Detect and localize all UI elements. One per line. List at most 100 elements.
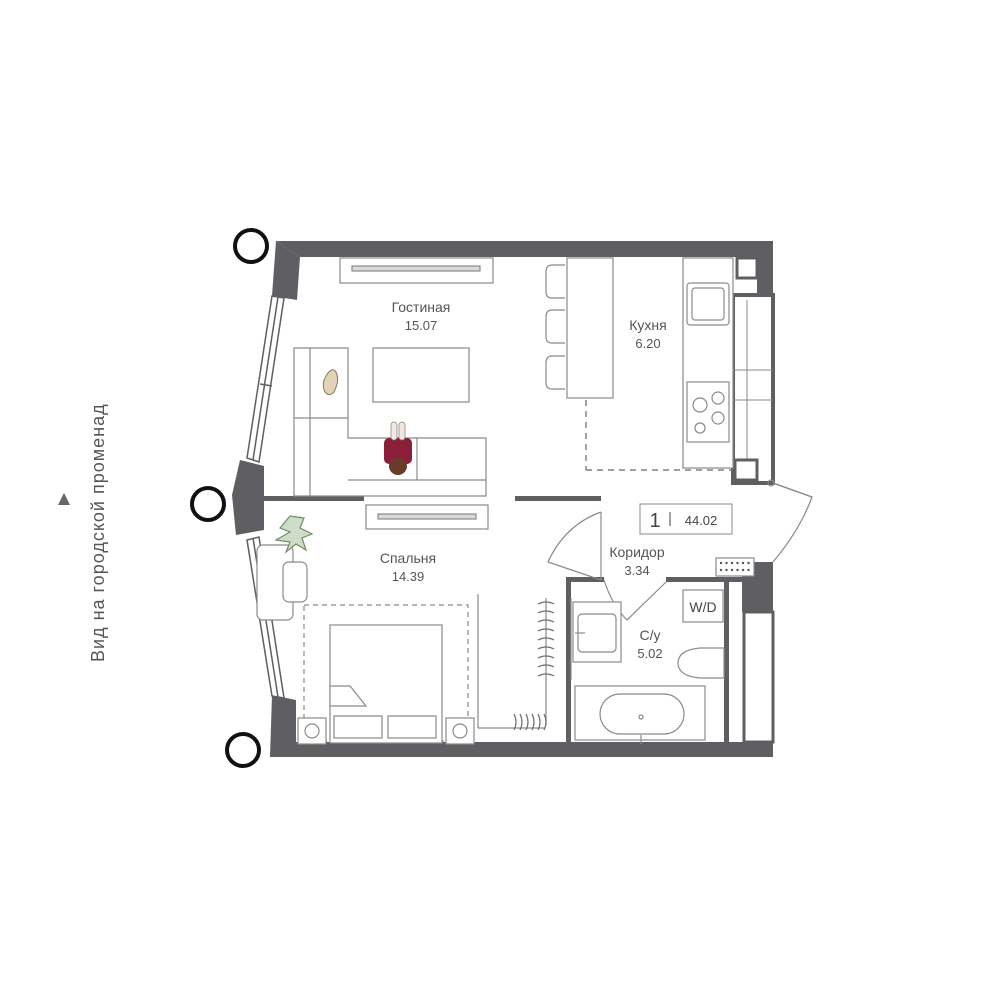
apartment-total-area: 44.02 [685,513,718,528]
hanger-icon [537,673,555,677]
kitchen-area: 6.20 [635,336,660,351]
hanger-icon [519,713,523,731]
wall-living-bedroom-right [515,496,601,501]
bedroom-area: 14.39 [392,569,425,584]
hanger-icon [537,646,555,650]
wall-niche-kitchen [731,293,775,485]
window-living-pane [252,296,279,461]
view-direction: Вид на городской променад [58,403,108,662]
wall-bottom [296,742,773,757]
entrance [767,479,813,563]
wall-left-mid-pier [232,460,264,535]
window-living-mullion [259,383,273,387]
hanger-icon [537,619,555,623]
bath-niche-box [742,610,775,744]
coffee-table [372,347,470,403]
lamp-right-icon [452,723,468,739]
corridor-area: 3.34 [624,563,649,578]
keypad-dot [736,561,739,565]
column-bottom-circle [225,732,261,768]
hanger-icon [537,655,555,659]
lamp-left-icon [304,723,320,739]
burner-1-icon [692,397,708,413]
view-direction-text: Вид на городской променад [88,403,108,662]
columns [190,228,269,768]
column-top-circle [233,228,269,264]
wardrobe-hangers [513,601,555,731]
kitchen-furniture [682,257,734,469]
bedroom-tv-screen [377,513,477,520]
desk-chair [282,561,308,603]
wall-wd-right [724,582,729,742]
hanger-icon [543,713,547,731]
burner-4-icon [694,422,706,434]
column-mid-circle [190,486,226,522]
hanger-icon [537,628,555,632]
sink-basin [691,287,725,321]
wall-left-bottom-pier [270,695,296,757]
kitchen-name: Кухня [629,317,666,333]
burner-3-icon [711,411,725,425]
washer-dryer-box [682,589,724,623]
washer-dryer-label: W/D [689,599,716,615]
keypad-dot [719,561,723,565]
hanger-icon [531,713,535,731]
hanger-icon [537,713,541,731]
kitchen-divider [585,400,733,471]
keypad-dot [741,568,745,572]
intercom-panel [715,557,755,577]
keypad-dot [747,561,750,565]
pillow-left [333,715,383,739]
kitchen-wall-details [731,256,775,485]
wall-bath-left [566,577,571,747]
sofa-icon [293,347,487,497]
hanger-icon [537,637,555,641]
cat-icon [322,369,339,396]
plant-icon [274,515,314,554]
person-icon [384,421,412,475]
keypad-dot [730,561,734,565]
shaft-bottom [733,458,759,482]
blanket-fold [329,685,368,707]
hanger-icon [537,610,555,614]
bathroom-name: С/у [640,627,661,643]
interior-walls [264,496,773,747]
living-furniture [293,257,614,497]
tv-screen [351,265,481,272]
view-arrow-icon [58,493,70,505]
bedroom-door-swing [547,511,602,581]
wall-living-bedroom-left [264,496,364,501]
bar-counter [566,257,614,399]
bedroom-name: Спальня [380,550,436,566]
keypad-dot [736,568,739,572]
bathroom-area: 5.02 [637,646,662,661]
hanger-icon [525,713,529,731]
bar-stool-1 [545,264,565,299]
bath-niche [742,610,775,744]
hanger-icon [513,713,517,731]
bedroom-furniture [256,504,547,745]
keypad-dot [725,561,728,565]
hanger-icon [537,664,555,668]
bar-stool-3 [545,355,565,390]
wall-left-top-pier [272,241,300,300]
living-room-area: 15.07 [405,318,438,333]
entrance-hinge-icon [767,479,775,487]
bath-drain-icon [638,714,644,720]
bar-stool-2 [545,309,565,344]
apartment-badge: 1 44.02 [639,503,733,535]
entrance-door-leaf [772,482,813,498]
burner-2-icon [711,391,725,405]
wall-bath-top-right [666,577,761,582]
keypad-dot [725,568,728,572]
shaft-top [735,256,759,280]
pillow-right [387,715,437,739]
bathroom-fixtures [570,557,755,744]
room-labels: Гостиная 15.07 Кухня 6.20 Спальня 14.39 … [380,299,667,661]
wall-bath-top-left [566,577,604,582]
cooktop [686,381,730,443]
intercom-dots [719,561,750,572]
corridor-name: Коридор [609,544,665,560]
keypad-dot [747,568,750,572]
nightstand-left [297,717,327,745]
